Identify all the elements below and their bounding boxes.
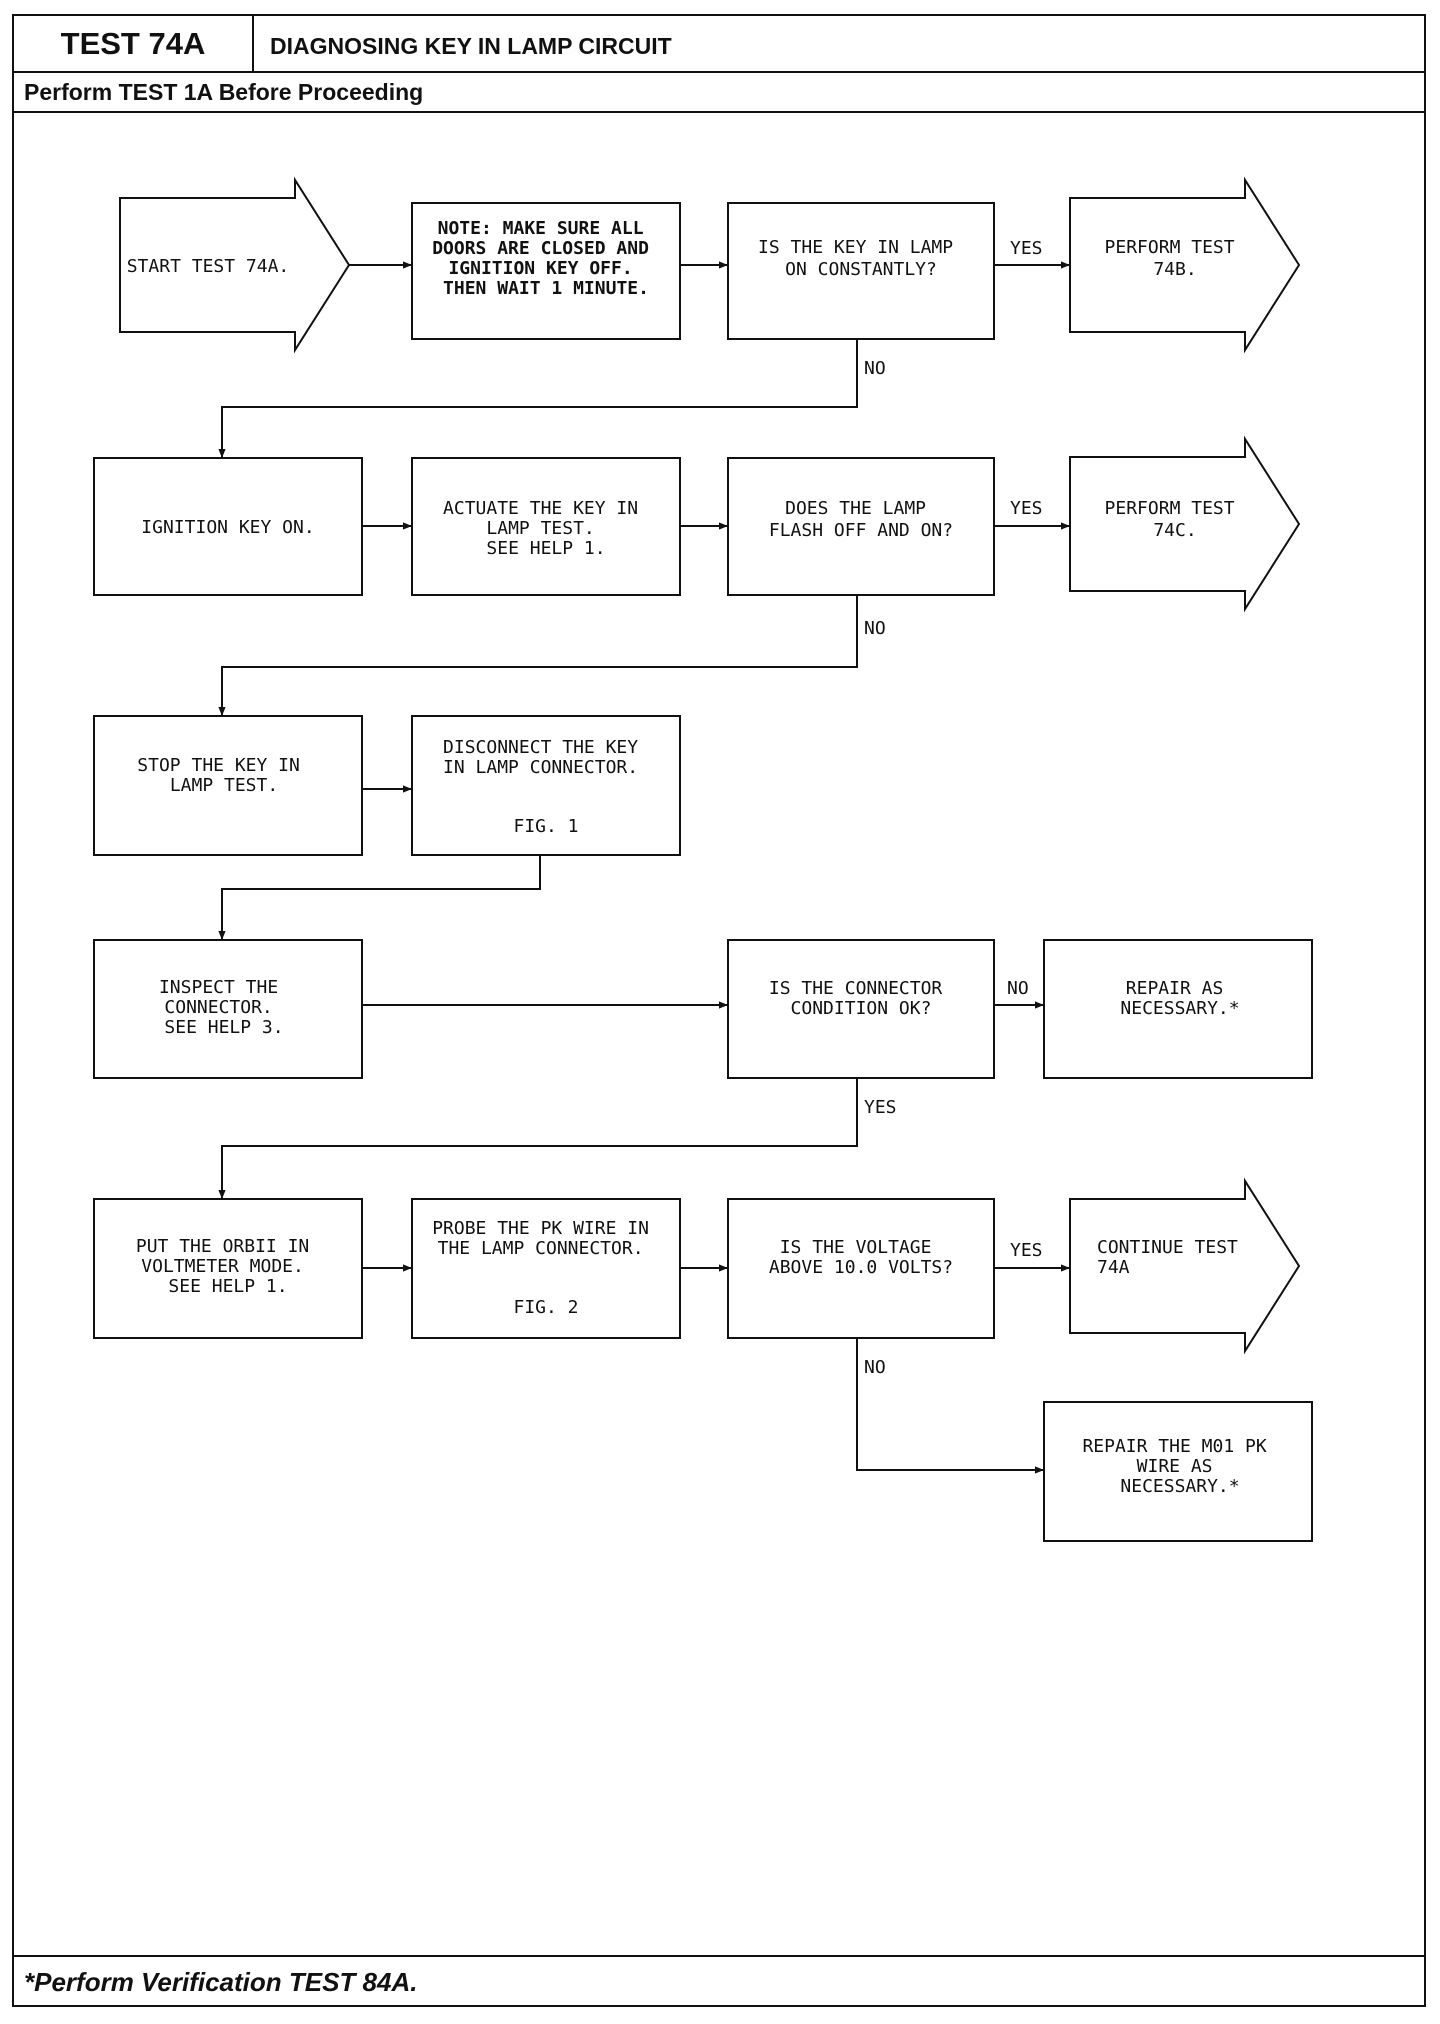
flow-arrow — [218, 1078, 858, 1199]
result-74c-arrow — [1069, 435, 1301, 613]
continue-74a-text: CONTINUE TEST 74A — [1097, 1237, 1249, 1278]
repair-pk-wire-box — [1043, 1401, 1313, 1542]
ignition-on-text: IGNITION KEY ON. — [141, 517, 314, 538]
no-label: NO — [864, 618, 886, 639]
voltmeter-mode-text: PUT THE ORBII IN VOLTMETER MODE. SEE HEL… — [136, 1236, 320, 1297]
question-lamp-flash-text: DOES THE LAMP FLASH OFF AND ON? — [769, 498, 953, 541]
disconnect-connector-text: DISCONNECT THE KEY IN LAMP CONNECTOR. FI… — [443, 737, 649, 837]
question-connector-ok — [727, 939, 995, 1079]
footer-row: *Perform Verification TEST 84A. — [14, 1955, 1424, 2005]
inspect-connector-box — [93, 939, 363, 1079]
continue-74a-arrow — [1069, 1177, 1301, 1355]
yes-label: YES — [1010, 1240, 1043, 1261]
note-text: NOTE: MAKE SURE ALL DOORS ARE CLOSED AND… — [432, 218, 660, 299]
yes-label: YES — [864, 1097, 897, 1118]
result-74b-text: PERFORM TEST 74B. — [1105, 237, 1246, 280]
repair-as-necessary-box — [1043, 939, 1313, 1079]
yes-label: YES — [1010, 238, 1043, 259]
yes-label: YES — [1010, 498, 1043, 519]
no-label: NO — [864, 358, 886, 379]
question-voltage — [727, 1198, 995, 1339]
flow-arrow — [218, 595, 858, 716]
result-74b-arrow — [1069, 176, 1301, 354]
disconnect-connector-box — [411, 715, 681, 856]
actuate-test-text: ACTUATE THE KEY IN LAMP TEST. SEE HELP 1… — [443, 498, 649, 559]
voltmeter-mode-box — [93, 1198, 363, 1339]
ignition-on-box — [93, 457, 363, 596]
question-key-lamp-constant-text: IS THE KEY IN LAMP ON CONSTANTLY? — [758, 237, 964, 280]
test-id: TEST 74A — [14, 16, 254, 71]
flow-arrow — [856, 1338, 1044, 1474]
test-procedure-sheet: TEST 74A DIAGNOSING KEY IN LAMP CIRCUIT … — [12, 14, 1426, 2007]
question-key-lamp-constant — [727, 202, 995, 340]
test-title: DIAGNOSING KEY IN LAMP CIRCUIT — [270, 33, 672, 59]
actuate-test-box — [411, 457, 681, 596]
flow-arrow — [218, 339, 858, 458]
note-box — [411, 202, 681, 340]
probe-pk-wire-box — [411, 1198, 681, 1339]
question-connector-ok-text: IS THE CONNECTOR CONDITION OK? — [769, 978, 953, 1019]
repair-as-necessary-text: REPAIR AS NECESSARY.* — [1120, 978, 1239, 1019]
no-label: NO — [1007, 978, 1029, 999]
verification-note: *Perform Verification TEST 84A. — [24, 1967, 418, 1997]
probe-pk-wire-text: PROBE THE PK WIRE IN THE LAMP CONNECTOR.… — [432, 1218, 660, 1318]
result-74c-text: PERFORM TEST 74C. — [1105, 498, 1246, 541]
stop-test-text: STOP THE KEY IN LAMP TEST. — [137, 755, 310, 796]
stop-test-box — [93, 715, 363, 856]
question-lamp-flash — [727, 457, 995, 596]
repair-pk-wire-text: REPAIR THE M01 PK WIRE AS NECESSARY.* — [1082, 1436, 1277, 1497]
flow-arrow — [218, 855, 541, 940]
question-voltage-text: IS THE VOLTAGE ABOVE 10.0 VOLTS? — [769, 1237, 953, 1278]
inspect-connector-text: INSPECT THE CONNECTOR. SEE HELP 3. — [159, 977, 289, 1038]
no-label: NO — [864, 1357, 886, 1378]
prerequisite-row: Perform TEST 1A Before Proceeding — [14, 73, 1424, 113]
prerequisite-note: Perform TEST 1A Before Proceeding — [24, 79, 424, 105]
start-arrow — [119, 176, 351, 354]
start-text: START TEST 74A. — [127, 256, 290, 277]
header-row: TEST 74A DIAGNOSING KEY IN LAMP CIRCUIT — [14, 16, 1424, 73]
